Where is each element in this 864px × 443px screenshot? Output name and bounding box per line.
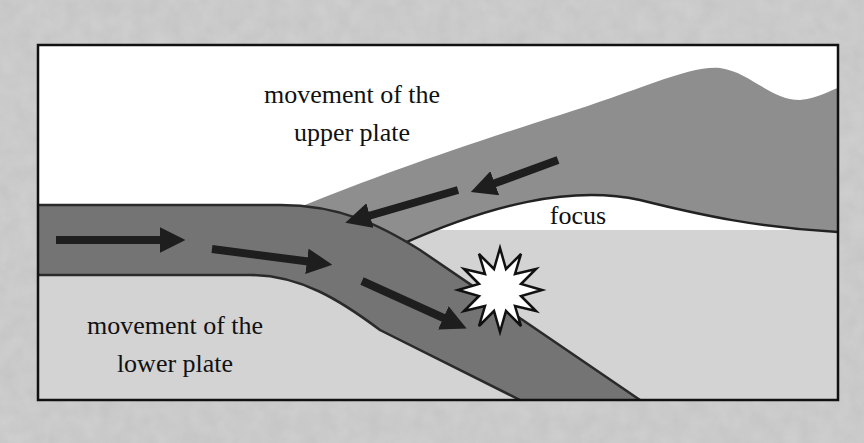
panel [38, 45, 838, 400]
focus-starburst [458, 248, 542, 332]
motion-arrow [365, 190, 458, 217]
motion-arrow [212, 249, 312, 262]
motion-arrow [56, 236, 165, 244]
lower-plate-edge [38, 205, 640, 400]
plate-label: movement of the lower plate [60, 307, 290, 383]
focus-label: focus [550, 197, 606, 235]
motion-arrow [490, 160, 558, 185]
lower-plate [38, 205, 640, 400]
lower-plate-edge [38, 275, 520, 400]
plate-boundary [400, 195, 838, 245]
motion-arrow [362, 281, 448, 320]
panel-border [38, 45, 838, 400]
plate-label: movement of the upper plate [237, 76, 467, 152]
